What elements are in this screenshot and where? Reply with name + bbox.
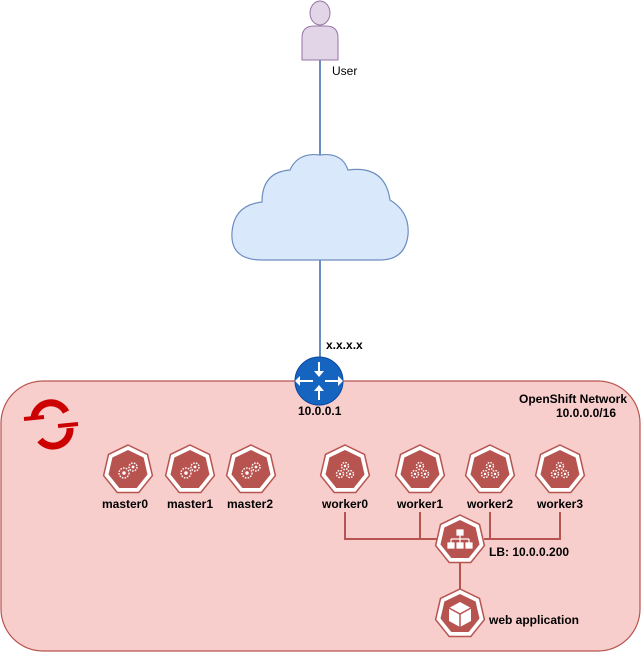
web-application-label: web application (489, 613, 580, 627)
router-external-ip: x.x.x.x (326, 338, 363, 352)
user-label: User (332, 64, 358, 78)
master-node-icon (102, 444, 154, 494)
master-node-icon (225, 444, 277, 494)
master-label: master2 (226, 497, 274, 511)
master-node-icon (164, 444, 216, 494)
cluster-links (344, 512, 561, 591)
worker-node-icon (394, 444, 446, 494)
worker-label: worker3 (536, 497, 584, 511)
worker-node-icon (319, 444, 371, 494)
router-internal-ip: 10.0.0.1 (298, 404, 342, 418)
worker-node-icon (534, 444, 586, 494)
load-balancer-label: LB: 10.0.0.200 (489, 545, 570, 559)
network-name: OpenShift Network (518, 392, 627, 406)
internet-cloud (231, 153, 409, 261)
openshift-network-zone (0, 380, 641, 652)
web-application-icon (434, 588, 486, 638)
master-label: master0 (101, 497, 149, 511)
network-title: OpenShift Network 10.0.0.0/16 (519, 392, 627, 420)
master-label: master1 (166, 497, 214, 511)
worker-label: worker2 (466, 497, 514, 511)
network-cidr: 10.0.0.0/16 (555, 406, 616, 420)
worker-label: worker1 (396, 497, 444, 511)
user-icon (301, 0, 339, 61)
load-balancer-icon (434, 514, 486, 564)
router-icon (294, 356, 344, 406)
worker-label: worker0 (321, 497, 369, 511)
worker-node-icon (464, 444, 516, 494)
openshift-logo-icon (23, 399, 79, 450)
